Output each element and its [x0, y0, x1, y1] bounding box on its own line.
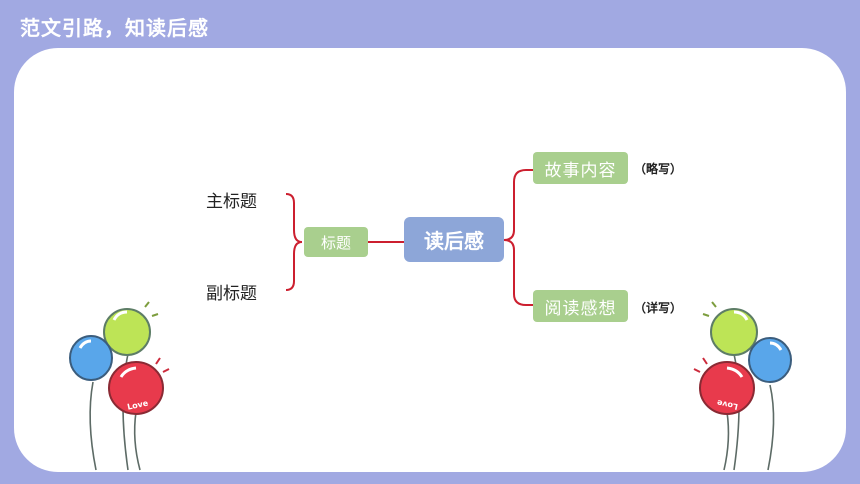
subtitle-label: 副标题 — [206, 284, 257, 304]
red-balloon-left: Love — [108, 357, 170, 415]
detail-note: （详写） — [634, 301, 683, 315]
red-balloon-right: Love — [693, 357, 755, 415]
right-bracket-lower — [503, 239, 533, 306]
main-title-label: 主标题 — [206, 192, 257, 212]
right-bracket — [503, 169, 533, 241]
green-balloon-left — [103, 301, 159, 356]
green-balloon-right — [702, 301, 758, 356]
reading-thoughts-node: 阅读感想 — [533, 290, 628, 322]
balloon-word-right: Love — [716, 398, 739, 411]
blue-balloon-right — [748, 337, 792, 383]
story-content-node: 故事内容 — [533, 152, 628, 184]
brief-note: （略写） — [634, 162, 683, 176]
page-title: 范文引路，知读后感 — [20, 16, 209, 40]
blue-balloon-left — [69, 335, 113, 381]
title-node: 标题 — [304, 227, 368, 257]
left-bracket — [285, 193, 303, 291]
center-node: 读后感 — [404, 217, 504, 262]
balloon-word-left: Love — [126, 398, 149, 411]
